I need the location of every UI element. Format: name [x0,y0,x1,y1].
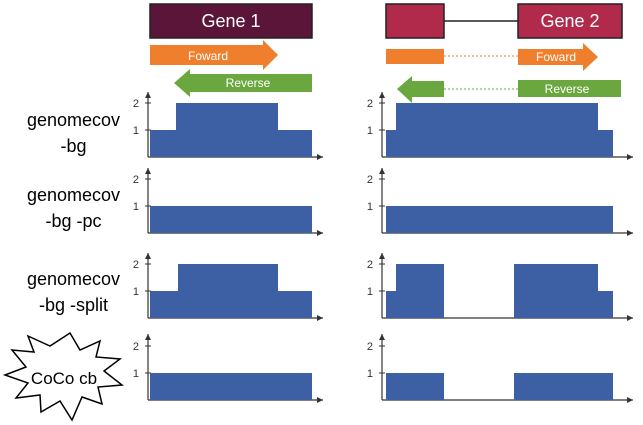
tick-label-1-0-0: 1 [133,201,139,213]
coverage-row3-gene2-exon2 [514,373,613,400]
coverage-row2-gene2-exon2 [514,264,613,318]
x-axis-arrow-0-0 [317,154,323,160]
tick-label-0-0-0: 1 [133,125,139,137]
gene1-reverse-read: Reverse [174,69,312,97]
gene1-label: Gene 1 [201,11,260,31]
x-axis-arrow-3-0 [317,397,323,403]
coverage-row3-gene2-exon1 [386,373,444,400]
coverage-tracks [150,103,613,400]
x-axis-arrow-1-0 [317,230,323,236]
coverage-row2-gene1 [150,264,312,318]
tick-label-1-1-1: 2 [367,174,373,186]
tick-label-2-0-0: 1 [133,286,139,298]
y-axis-arrow-2-0 [145,253,151,259]
coco-cb-label: CoCo cb [31,369,97,388]
gene2-label: Gene 2 [540,11,599,31]
row-label-genomecov-bg-split: genomecov -bg -split [26,269,121,315]
tick-label-2-0-1: 2 [133,259,139,271]
y-axis-arrow-0-0 [145,92,151,98]
coverage-row0-gene2 [386,103,613,157]
coverage-row3-gene1 [150,373,312,400]
tick-label-0-1-1: 2 [367,98,373,110]
y-axis-arrow-0-1 [379,92,385,98]
row-label-genomecov-bg: genomecov -bg [26,110,121,156]
forward-label-gene2: Foward [536,50,576,64]
coco-cb-star-badge: CoCo cb [2,331,124,422]
y-axis-arrow-3-0 [145,334,151,340]
tick-label-0-1-0: 1 [367,125,373,137]
gene1-box: Gene 1 [149,3,313,39]
x-axis-arrow-0-1 [627,154,633,160]
tick-label-1-0-1: 2 [133,174,139,186]
x-axis-arrow-2-0 [317,315,323,321]
forward-label-gene1: Foward [188,49,228,63]
tick-label-0-0-1: 2 [133,98,139,110]
gene1-forward-read: Foward [150,40,278,70]
gene2-forward-read: Foward [386,43,598,71]
y-axis-arrow-3-1 [379,334,385,340]
reverse-label-gene1: Reverse [226,76,271,90]
coverage-row1-gene2 [386,206,613,233]
x-axis-arrow-3-1 [627,397,633,403]
x-axis-arrow-2-1 [627,315,633,321]
tick-label-1-1-0: 1 [367,201,373,213]
x-axis-arrow-1-1 [627,230,633,236]
tick-label-2-1-1: 2 [367,259,373,271]
tick-label-2-1-0: 1 [367,286,373,298]
tick-label-3-0-1: 2 [133,341,139,353]
y-axis-arrow-2-1 [379,253,385,259]
gene2-exon1-box [385,3,445,39]
y-axis-arrow-1-1 [379,168,385,174]
tick-label-3-1-0: 1 [367,368,373,380]
gene2-reverse-read: Reverse [397,76,621,103]
tick-label-3-0-0: 1 [133,368,139,380]
gene2-exon2-box [517,3,623,39]
coverage-row0-gene1 [150,103,312,157]
row-label-genomecov-bg-pc: genomecov -bg -pc [26,185,121,231]
reverse-label-gene2: Reverse [545,82,590,96]
coverage-row1-gene1 [150,206,312,233]
coverage-row2-gene2-exon1 [386,264,444,318]
tick-label-3-1-1: 2 [367,341,373,353]
gene2-structure: Gene 2 [385,3,623,39]
y-axis-arrow-1-0 [145,168,151,174]
